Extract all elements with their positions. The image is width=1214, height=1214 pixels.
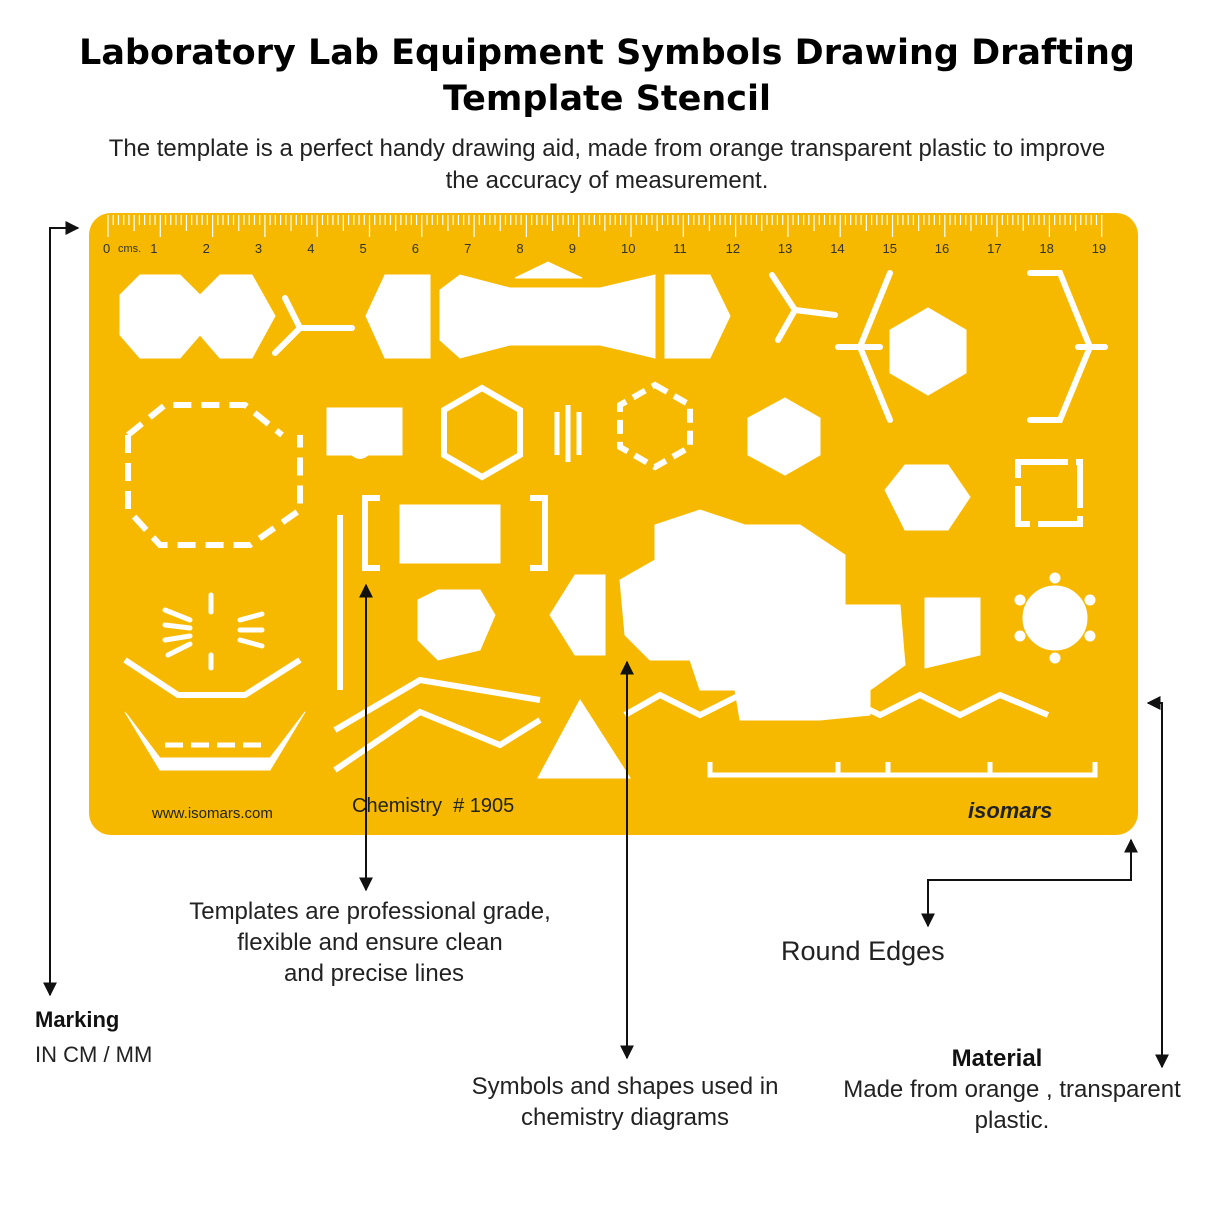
subtitle-line-1: The template is a perfect handy drawing …	[108, 135, 1106, 162]
website-label: www.isomars.com	[151, 805, 273, 822]
subtitle-line-2: the accuracy of measurement.	[445, 167, 769, 194]
ruler-unit-label: cms.	[118, 243, 141, 255]
brand-logo: isomars	[968, 798, 1052, 823]
octagon-dashed-cutout	[125, 402, 303, 548]
material-title: Material	[951, 1045, 1043, 1072]
benzene-dashed-cutout	[617, 381, 693, 471]
beaker-cutout	[326, 407, 403, 459]
ruler-number: 10	[621, 241, 635, 256]
hexagon-cutout	[365, 274, 431, 359]
dish-cutout	[124, 711, 306, 771]
ruler-number: 2	[203, 241, 210, 256]
callout-professional-line-3: and precise lines	[283, 960, 465, 987]
hexagon-cutout	[889, 307, 967, 396]
ruler-number: 19	[1092, 241, 1106, 256]
hexagon-cutout	[199, 274, 276, 359]
hexagon-cutout	[549, 574, 606, 656]
square-dashed-cutout	[1015, 459, 1083, 527]
page-subtitle: The template is a perfect handy drawing …	[60, 133, 1154, 197]
title-line-2: Template Stencil	[442, 79, 772, 119]
material-line-2: plastic.	[974, 1107, 1050, 1134]
model-label: Chemistry # 1905	[352, 795, 514, 817]
trough-cutout	[123, 657, 302, 698]
baseline-ruler-cutout	[707, 762, 1098, 778]
ruler-number: 6	[412, 241, 419, 256]
ruler-number: 16	[935, 241, 949, 256]
bracket-cutout	[337, 495, 548, 690]
circle-dots-cutout	[1014, 572, 1096, 664]
cutout-shapes	[119, 261, 1108, 779]
ruler-number: 1	[150, 241, 157, 256]
ruler-number: 14	[830, 241, 844, 256]
callout-symbols-line-1: Symbols and shapes used in	[471, 1073, 779, 1100]
material-arrow	[1146, 696, 1169, 1069]
hexagon-cutout	[119, 274, 201, 359]
ruler-number: 17	[987, 241, 1001, 256]
ruler-number: 18	[1039, 241, 1053, 256]
capsule-cutout	[439, 274, 656, 359]
marking-arrow	[43, 221, 80, 997]
benzene-cutout	[441, 384, 523, 481]
rectangle-cutout	[399, 504, 501, 564]
callout-professional-line-2: flexible and ensure clean	[237, 929, 503, 956]
double-bond-cutout	[554, 405, 582, 462]
callout-arrows	[43, 221, 1169, 1069]
callout-material: Material Made from orange , transparent …	[826, 1043, 1198, 1136]
marking-title: Marking	[35, 1007, 120, 1032]
callout-professional: Templates are professional grade, flexib…	[150, 896, 590, 989]
ruler-ticks	[107, 215, 1103, 237]
diamond-cutout	[514, 261, 583, 279]
ruler-number: 3	[255, 241, 262, 256]
circle-cutout	[1022, 585, 1088, 651]
title-line-1: Laboratory Lab Equipment Symbols Drawing…	[79, 33, 1135, 73]
hexagon-cutout	[747, 397, 821, 476]
ruler-number: 15	[883, 241, 897, 256]
hexagon-cutout	[924, 597, 981, 669]
ruler-number: 8	[516, 241, 523, 256]
hexagon-cutout	[884, 464, 971, 531]
callout-symbols: Symbols and shapes used in chemistry dia…	[440, 1071, 810, 1133]
hexagon-cutout	[664, 274, 731, 359]
burst-lines-cutout	[162, 592, 265, 671]
ruler-number: 5	[360, 241, 367, 256]
ruler-number: 9	[569, 241, 576, 256]
zigzag-chain-cutout	[623, 686, 1050, 719]
material-line-1: Made from orange , transparent	[843, 1076, 1181, 1103]
callout-round-edges: Round Edges	[781, 936, 945, 966]
page-title: Laboratory Lab Equipment Symbols Drawing…	[0, 30, 1214, 122]
marking-value: IN CM / MM	[35, 1042, 153, 1067]
callout-marking: Marking IN CM / MM	[35, 1004, 152, 1070]
ruler-number: 12	[726, 241, 740, 256]
triangle-cutout	[537, 699, 631, 779]
ruler-number: 13	[778, 241, 792, 256]
callout-professional-line-1: Templates are professional grade,	[189, 898, 551, 925]
ruler-number: 11	[673, 241, 687, 256]
ruler-number: 4	[307, 241, 314, 256]
hex-cluster-cutout	[619, 509, 906, 721]
ruler-number: 0	[103, 241, 110, 256]
round-edges-arrow	[921, 838, 1138, 928]
hexagon-bracket-cutout	[835, 270, 1108, 423]
ruler-number: 7	[464, 241, 471, 256]
y-bond-cutout	[272, 295, 355, 356]
y-bond-cutout	[769, 272, 838, 343]
callout-symbols-line-2: chemistry diagrams	[520, 1104, 730, 1131]
hexagon-cutout	[417, 589, 496, 661]
